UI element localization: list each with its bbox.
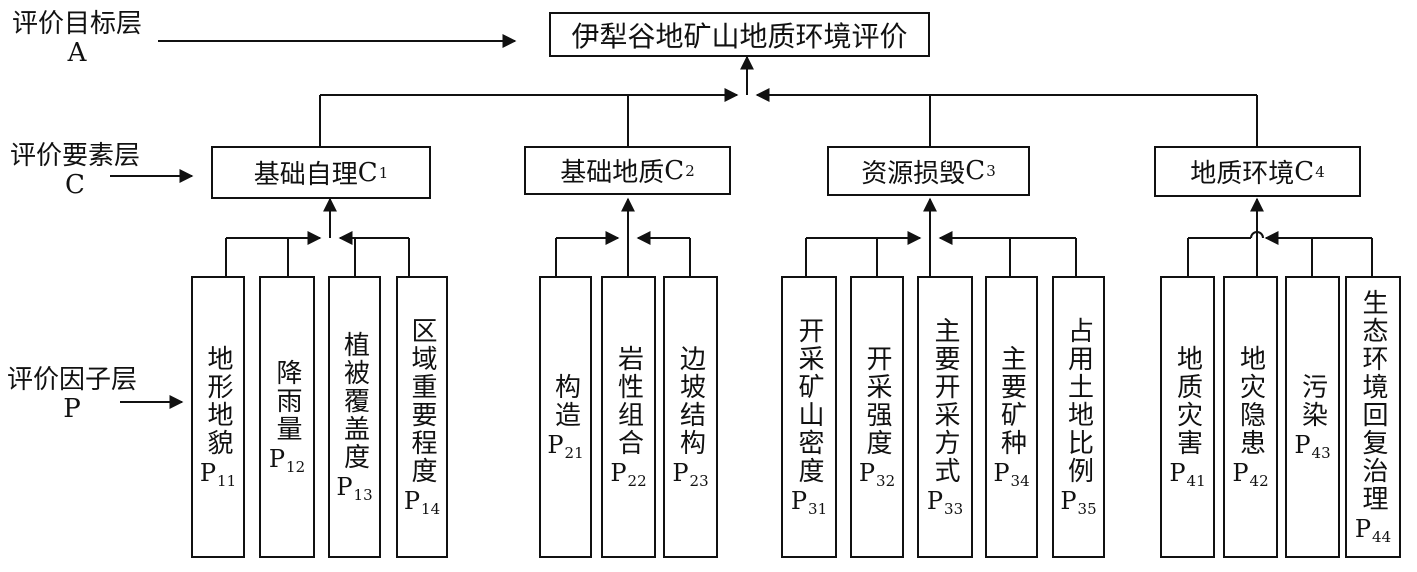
layer-goal-code: A (67, 38, 87, 68)
factor-node-p35: 占用土地比例 P35 (1052, 276, 1105, 558)
layer-factor-name: 评价因子层 (6, 365, 137, 395)
factor-node-p33: 主要开采方式 P33 (917, 276, 973, 558)
layer-factor-label: 评价因子层 P (2, 366, 142, 424)
layer-element-code: C (65, 170, 85, 200)
goal-node: 伊犁谷地矿山地质环境评价 (549, 12, 930, 57)
factor-node-p14: 区域重要程度 P14 (396, 276, 448, 558)
factor-node-p44: 生态环境回复治理 P44 (1345, 276, 1401, 558)
factor-node-p21: 构造 P21 (539, 276, 592, 558)
layer-element-label: 评价要素层 C (2, 142, 148, 200)
factor-node-p12: 降雨量 P12 (259, 276, 315, 558)
goal-label: 伊犁谷地矿山地质环境评价 (571, 19, 908, 53)
layer-factor-code: P (63, 394, 81, 424)
factor-node-p43: 污染 P43 (1285, 276, 1340, 558)
factor-node-p13: 植被覆盖度 P13 (328, 276, 381, 558)
layer-goal-label: 评价目标层 A (6, 10, 148, 68)
factor-node-p32: 开采强度 P32 (850, 276, 904, 558)
factor-node-p22: 岩性组合 P22 (601, 276, 656, 558)
factor-node-p11: 地形地貌 P11 (191, 276, 245, 558)
layer-element-name: 评价要素层 (9, 141, 140, 171)
factor-node-p34: 主要矿种 P34 (985, 276, 1038, 558)
g4-line-hop (1250, 231, 1264, 239)
layer-goal-name: 评价目标层 (11, 9, 142, 39)
factor-node-p23: 边坡结构 P23 (663, 276, 718, 558)
factor-node-p42: 地灾隐患 P42 (1223, 276, 1278, 558)
factor-node-p31: 开采矿山密度 P31 (781, 276, 837, 558)
factor-node-p41: 地质灾害 P41 (1160, 276, 1215, 558)
